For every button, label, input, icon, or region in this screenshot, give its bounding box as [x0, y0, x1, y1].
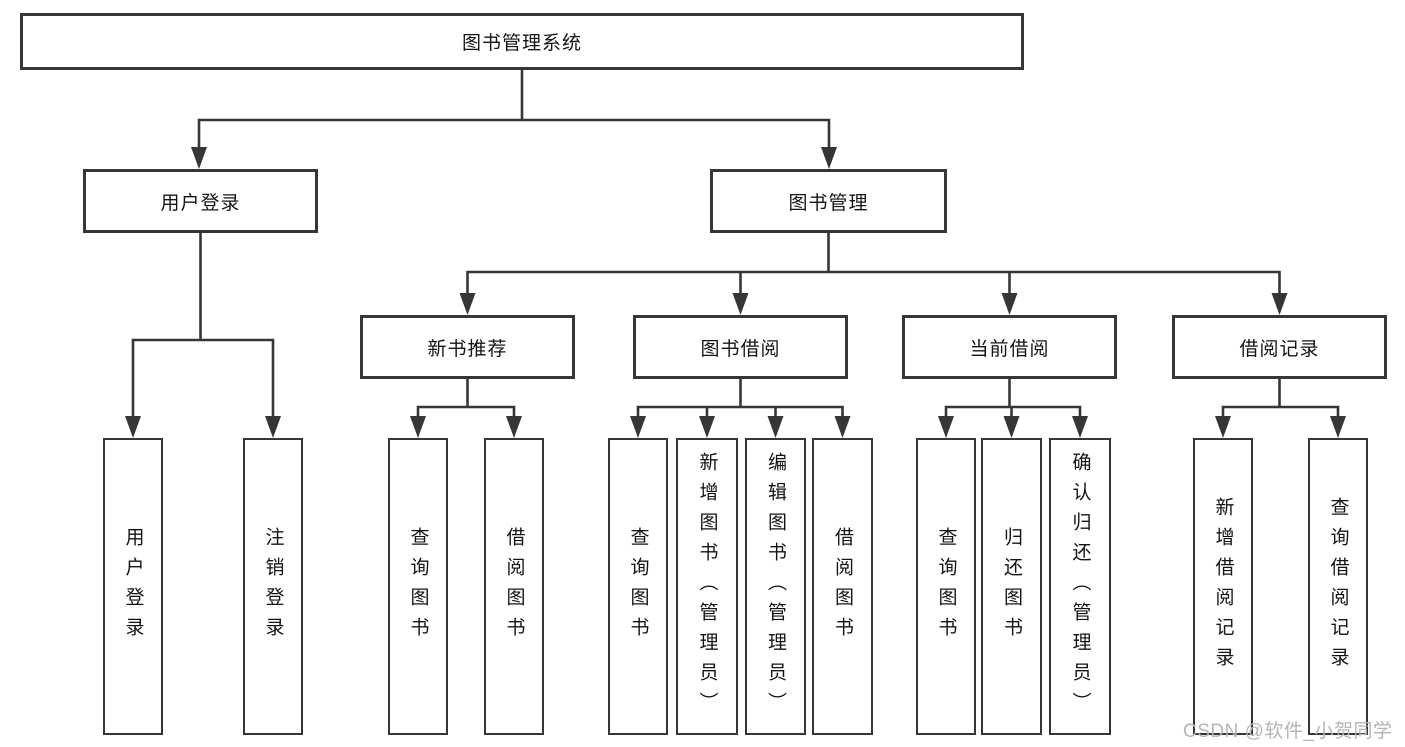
node-user-login-label: 用户登录	[160, 192, 241, 214]
node-book-management-label: 图书管理	[788, 192, 869, 214]
node-book-borrow-label: 图书借阅	[700, 338, 781, 360]
node-new-book-recommend-label: 新书推荐	[427, 338, 508, 360]
connector-root-to-level2	[191, 70, 837, 169]
leaf-query-borrow-record-label: 查询借阅记录	[1327, 496, 1349, 677]
leaf-logout-label: 注销登录	[262, 526, 284, 647]
connector-new-book-rec-to-leaves	[410, 379, 522, 438]
node-borrow-records-label: 借阅记录	[1239, 338, 1320, 360]
leaf-add-borrow-record-label: 新增借阅记录	[1212, 496, 1234, 677]
leaf-user-login-label: 用户登录	[122, 526, 144, 647]
leaf-confirm-return-admin: 确认归还（管理员）	[1049, 438, 1111, 735]
connector-book-mgmt-to-level3	[459, 233, 1288, 315]
node-root-system-label: 图书管理系统	[461, 33, 582, 54]
leaf-borrow-books: 借阅图书	[812, 438, 873, 735]
leaf-add-borrow-record: 新增借阅记录	[1193, 438, 1253, 735]
node-current-borrow-label: 当前借阅	[969, 338, 1050, 360]
node-new-book-recommend: 新书推荐	[360, 315, 575, 379]
leaf-query-books-recommend: 查询图书	[388, 438, 448, 735]
leaf-edit-books-admin-label: 编辑图书（管理员）	[765, 451, 786, 722]
leaf-edit-books-admin: 编辑图书（管理员）	[745, 438, 806, 735]
leaf-query-books-recommend-label: 查询图书	[407, 526, 429, 647]
leaf-query-books-borrow: 查询图书	[608, 438, 668, 735]
node-root-system: 图书管理系统	[20, 13, 1024, 70]
leaf-borrow-books-label: 借阅图书	[832, 526, 853, 647]
node-book-borrow: 图书借阅	[633, 315, 848, 379]
leaf-query-books-current: 查询图书	[916, 438, 976, 735]
leaf-return-books-label: 归还图书	[1001, 526, 1022, 647]
leaf-add-books-admin: 新增图书（管理员）	[676, 438, 738, 735]
leaf-return-books: 归还图书	[981, 438, 1042, 735]
leaf-query-books-borrow-label: 查询图书	[627, 526, 649, 647]
csdn-watermark: CSDN @软件_小贺同学	[1183, 721, 1393, 742]
leaf-query-books-current-label: 查询图书	[935, 526, 957, 647]
leaf-borrow-books-recommend: 借阅图书	[484, 438, 544, 735]
leaf-add-books-admin-label: 新增图书（管理员）	[696, 451, 718, 722]
connector-current-borrow-to-leaves	[938, 379, 1088, 438]
connector-user-login-to-leaves	[125, 233, 281, 438]
connector-borrow-records-to-leaves	[1215, 379, 1346, 438]
leaf-borrow-books-recommend-label: 借阅图书	[503, 526, 525, 647]
node-user-login: 用户登录	[83, 169, 318, 233]
node-book-management: 图书管理	[710, 169, 947, 233]
leaf-query-borrow-record: 查询借阅记录	[1308, 438, 1368, 735]
node-current-borrow: 当前借阅	[902, 315, 1117, 379]
leaf-confirm-return-admin-label: 确认归还（管理员）	[1069, 451, 1091, 722]
leaf-user-login: 用户登录	[103, 438, 163, 735]
node-borrow-records: 借阅记录	[1172, 315, 1387, 379]
leaf-logout: 注销登录	[243, 438, 303, 735]
connector-book-borrow-to-leaves	[630, 379, 851, 438]
